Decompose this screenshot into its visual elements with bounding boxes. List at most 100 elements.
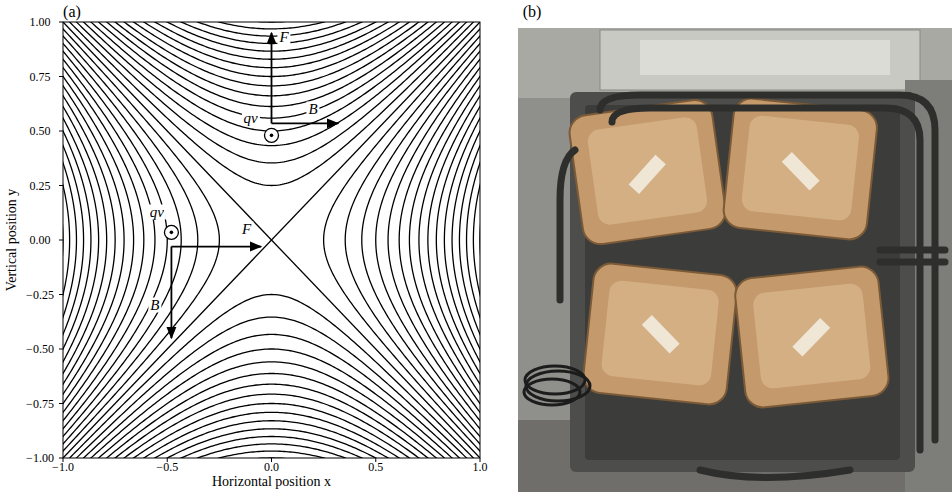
out-of-page-dot <box>170 231 174 235</box>
field-line <box>473 22 480 458</box>
field-line <box>63 437 480 458</box>
pipe <box>880 259 945 266</box>
hall-wall <box>518 28 952 98</box>
coil-tag <box>642 315 680 353</box>
tick-mark <box>59 22 63 23</box>
pipe <box>612 108 920 450</box>
tick-label: −0.5 <box>156 461 178 473</box>
vector-arrow <box>271 33 273 123</box>
force-vectors <box>164 33 338 338</box>
tick-mark <box>59 458 63 459</box>
tick-label: 1.00 <box>30 16 51 28</box>
tick-label: −0.25 <box>26 289 54 301</box>
cable-loop <box>524 379 580 405</box>
field-line <box>459 22 480 458</box>
tick-label: 0.5 <box>368 461 383 473</box>
tick-mark <box>59 294 63 295</box>
field-line <box>63 22 480 458</box>
field-line <box>362 22 480 458</box>
field-line <box>63 22 480 185</box>
coil-body <box>582 262 739 406</box>
top-housing <box>600 30 920 90</box>
pipe <box>700 470 850 478</box>
tick-label: 0.0 <box>264 461 279 473</box>
top-plate <box>640 40 890 75</box>
field-line <box>63 22 480 146</box>
tick-mark <box>59 349 63 350</box>
coil <box>567 98 728 247</box>
vector-label: B <box>307 102 320 117</box>
vector-label: F <box>277 30 290 45</box>
vector-label: qv <box>242 110 260 125</box>
field-line <box>63 22 84 458</box>
coil-face <box>741 115 860 222</box>
field-line <box>63 22 480 29</box>
panel-label: (b) <box>523 4 542 20</box>
field-line <box>63 373 480 458</box>
field-line <box>63 421 480 458</box>
tick-label: 0.50 <box>30 125 51 137</box>
tick-label: −0.50 <box>26 343 54 355</box>
field-lines <box>63 22 480 458</box>
tick-mark <box>59 185 63 186</box>
tick-label: −1.00 <box>26 452 54 464</box>
pipe <box>600 95 935 440</box>
vector-label: qv <box>148 204 166 219</box>
tick-label: −1.0 <box>52 461 74 473</box>
cooling-pipes <box>560 95 945 478</box>
field-line <box>63 22 181 458</box>
axis-title: Vertical position y <box>5 189 19 292</box>
tick-mark <box>59 403 63 404</box>
floor-cables <box>524 366 590 405</box>
coil-face <box>600 280 719 387</box>
axes-frame <box>63 22 480 458</box>
vector-arrow <box>272 122 339 124</box>
tick-label: −0.75 <box>26 398 54 410</box>
tick-mark <box>59 131 63 132</box>
coil-body <box>733 265 890 409</box>
coil-tag <box>792 318 830 356</box>
tick-mark <box>59 240 63 241</box>
coil-tag <box>782 152 820 190</box>
field-line <box>63 295 480 459</box>
field-line <box>63 22 144 458</box>
out-of-page-symbol <box>164 225 178 239</box>
vector-label: F <box>240 222 253 237</box>
vector-arrow <box>171 247 173 339</box>
axis-title: Horizontal position x <box>212 475 331 489</box>
magnet-photo <box>518 28 952 492</box>
cable-loop <box>526 371 590 401</box>
field-line <box>324 22 480 458</box>
vector-arrow <box>171 246 261 248</box>
coil <box>722 97 879 241</box>
pipe <box>880 247 945 254</box>
coil-body <box>722 97 879 241</box>
field-line <box>63 404 480 459</box>
field-line <box>399 22 480 458</box>
field-line <box>63 22 480 458</box>
coil <box>733 265 890 409</box>
field-line <box>63 22 99 458</box>
tick-label: 0.25 <box>30 180 51 192</box>
vector-label: B <box>148 298 161 313</box>
plot-frame <box>59 22 480 462</box>
tick-label: 0.00 <box>30 234 51 246</box>
photo-background <box>518 28 952 492</box>
panel-label: (a) <box>63 4 81 20</box>
pipe <box>560 150 575 300</box>
tick-label: 1.0 <box>473 461 488 473</box>
field-line <box>63 22 219 458</box>
magnet-yoke <box>570 92 915 472</box>
field-line <box>63 22 480 131</box>
coil-face <box>586 116 708 226</box>
field-line <box>63 22 480 163</box>
tick-label: 0.75 <box>30 71 51 83</box>
tick-mark <box>59 76 63 77</box>
field-line <box>444 22 480 458</box>
coil-face <box>752 283 871 390</box>
field-line <box>63 334 480 458</box>
coil <box>582 262 739 406</box>
out-of-page-symbol <box>265 128 279 142</box>
